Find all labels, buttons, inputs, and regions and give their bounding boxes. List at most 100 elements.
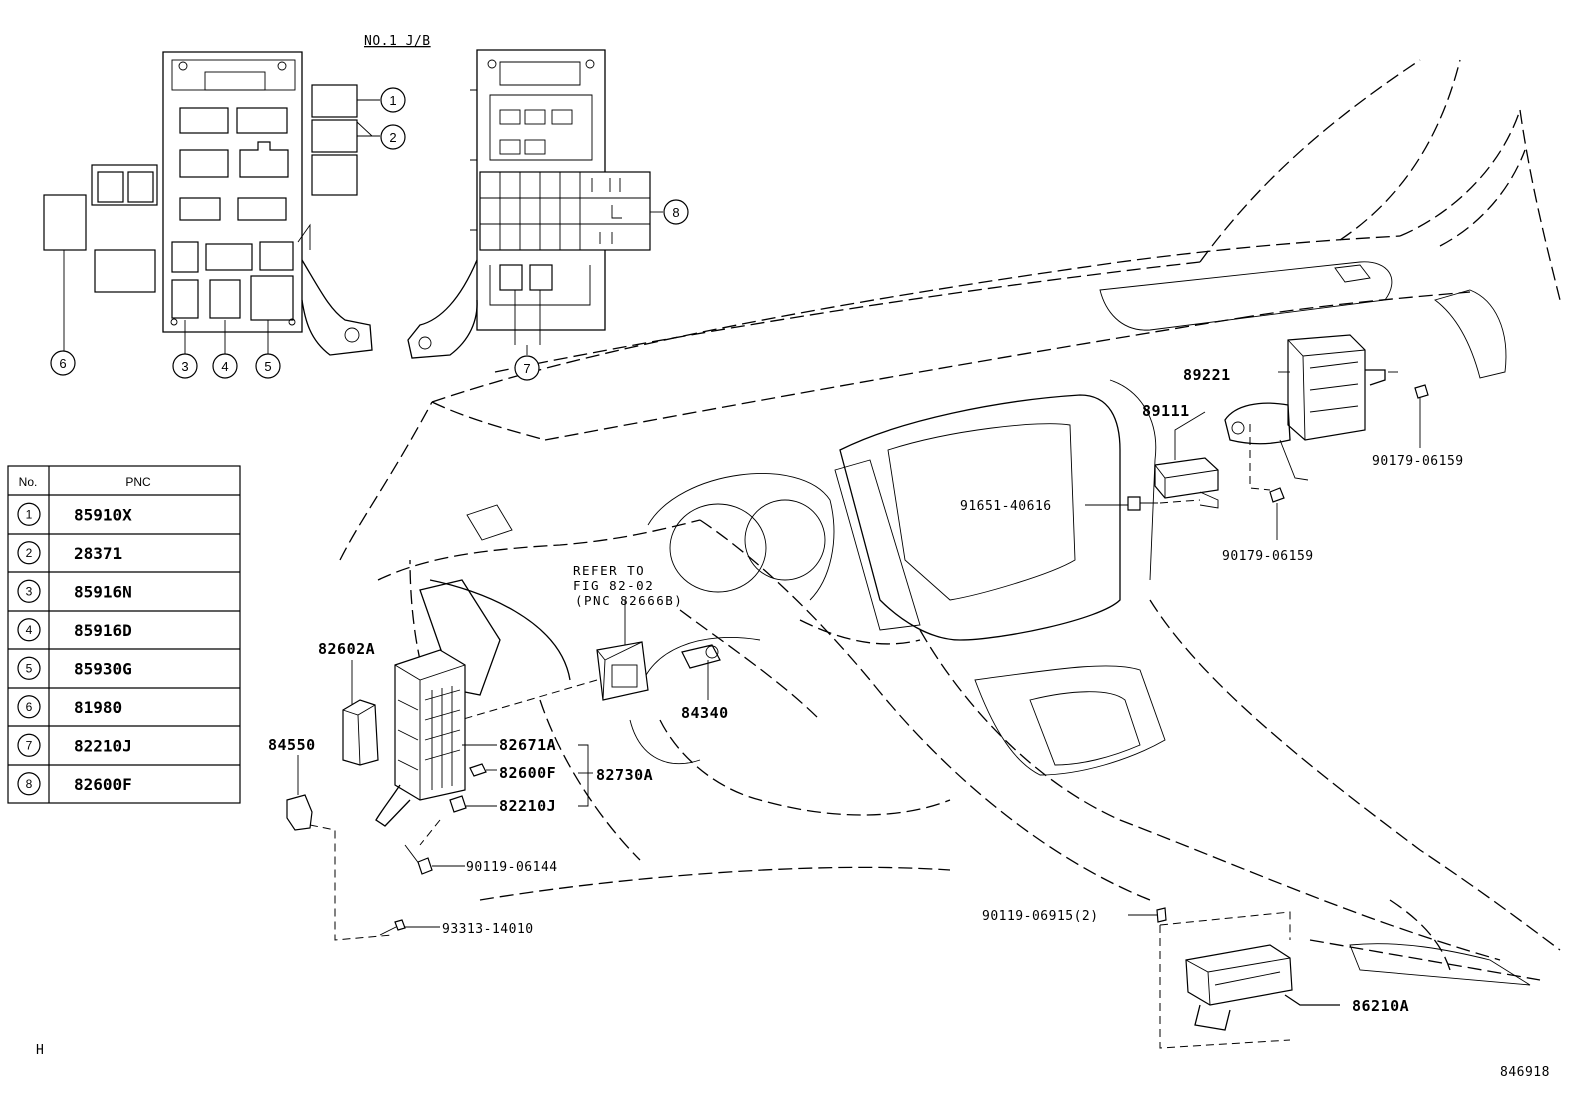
svg-text:5: 5	[264, 359, 271, 374]
junction-block-label: NO.1 J/B	[364, 34, 431, 49]
refer-note-line1: REFER TO	[573, 563, 645, 578]
table-row-number-circle	[17, 579, 41, 603]
pnc-table: No. PNC	[7, 465, 241, 804]
table-row: 5 85930G	[17, 656, 132, 680]
label-93313-14010: 93313-14010	[442, 922, 534, 937]
part-90119-06915-bolt	[1156, 907, 1167, 923]
svg-text:2: 2	[389, 130, 396, 145]
table-row-pnc: 82600F	[74, 775, 132, 794]
part-86210A-amplifier	[1185, 944, 1340, 1031]
part-91651-bolt	[1127, 496, 1158, 511]
switch-dash	[459, 679, 598, 721]
svg-text:3: 3	[181, 359, 188, 374]
table-row-number: 5	[26, 661, 33, 675]
table-row-number: 4	[26, 623, 33, 637]
label-84550: 84550	[268, 736, 316, 754]
table-row: 7 82210J	[17, 733, 132, 757]
label-90119-06915: 90119-06915(2)	[982, 909, 1099, 924]
part-89111-module	[1154, 457, 1219, 509]
figure-number: 846918	[1500, 1065, 1550, 1080]
ecu-dash-line	[1249, 424, 1271, 491]
label-82671A: 82671A	[499, 736, 556, 754]
table-row: 4 85916D	[17, 618, 132, 642]
table-row-pnc: 28371	[74, 544, 122, 563]
table-row-number-circle	[17, 502, 41, 526]
table-header-no: No.	[19, 475, 38, 489]
callout-circle-2: 2	[380, 124, 406, 150]
table-row-number-circle	[17, 733, 41, 757]
table-row-number: 7	[26, 738, 33, 752]
label-89111: 89111	[1142, 402, 1190, 420]
svg-text:4: 4	[221, 359, 228, 374]
callout-circle-8: 8	[663, 199, 689, 225]
label-82602A: 82602A	[318, 640, 375, 658]
callout-leaders	[63, 99, 663, 355]
part-93313-screw	[379, 919, 406, 936]
callout-circle-4: 4	[212, 353, 238, 379]
table-row: 8 82600F	[17, 772, 132, 796]
label-86210A: 86210A	[1352, 997, 1409, 1015]
label-82600F: 82600F	[499, 764, 556, 782]
svg-text:7: 7	[523, 361, 530, 376]
callout-circle-3: 3	[172, 353, 198, 379]
table-row: 1 85910X	[17, 502, 132, 526]
part-90119-bolt	[404, 844, 433, 875]
table-row-number: 2	[26, 546, 33, 560]
table-row: 6 81980	[17, 695, 122, 719]
part-82666B-switch	[596, 641, 649, 701]
svg-text:6: 6	[59, 356, 66, 371]
label-82210J: 82210J	[499, 797, 556, 815]
table-row-pnc: 85910X	[74, 505, 132, 524]
leader-89111	[1174, 411, 1206, 460]
label-90179-06159-a: 90179-06159	[1372, 454, 1464, 469]
refer-note-line3: (PNC 82666B)	[575, 593, 683, 608]
junction-block-front	[43, 51, 373, 356]
table-row-pnc: 82210J	[74, 736, 132, 755]
table-row-number: 8	[26, 777, 33, 791]
refer-note-line2: FIG 82-02	[573, 578, 654, 593]
table-row: 3 85916N	[17, 579, 132, 603]
svg-text:1: 1	[389, 93, 396, 108]
part-89221-ecu	[1224, 334, 1429, 503]
84550-dash	[309, 824, 393, 941]
bolt-dash-2	[419, 819, 441, 846]
table-row-number-circle	[17, 772, 41, 796]
table-row-pnc: 85930G	[74, 659, 132, 678]
table-row-number-circle	[17, 695, 41, 719]
label-90119-06144: 90119-06144	[466, 860, 558, 875]
table-row-number-circle	[17, 618, 41, 642]
callout-circle-1: 1	[380, 87, 406, 113]
corner-letter: H	[36, 1043, 44, 1058]
table-rows: 1 85910X 2 28371 3 85916N 4 85916D 5 85930G 6 81980…	[17, 502, 132, 796]
callout-circle-7: 7	[514, 355, 540, 381]
table-row-number: 1	[26, 507, 33, 521]
table-row-pnc: 81980	[74, 698, 122, 717]
svg-text:8: 8	[672, 205, 679, 220]
label-91651-40616: 91651-40616	[960, 499, 1052, 514]
part-82210J-relay	[449, 795, 467, 813]
table-row-number-circle	[17, 541, 41, 565]
callout-circle-5: 5	[255, 353, 281, 379]
table-row: 2 28371	[17, 541, 122, 565]
table-header-pnc: PNC	[125, 475, 151, 489]
callout-circle-6: 6	[50, 350, 76, 376]
part-82730A-junction-block	[375, 649, 466, 827]
part-82602A-bracket	[342, 699, 379, 766]
table-row-number: 6	[26, 700, 33, 714]
table-row-number: 3	[26, 584, 33, 598]
group-bracket-82730A	[462, 744, 593, 807]
table-row-pnc: 85916N	[74, 582, 132, 601]
label-90179-06159-b: 90179-06159	[1222, 549, 1314, 564]
table-row-pnc: 85916D	[74, 621, 132, 640]
part-82600F-fuse	[469, 763, 487, 777]
table-row-number-circle	[17, 656, 41, 680]
part-84340-switch	[681, 644, 721, 700]
junction-block-rear	[407, 49, 651, 359]
part-84550-sensor	[286, 755, 313, 831]
label-82730A: 82730A	[596, 766, 653, 784]
bolt-dash	[1159, 499, 1201, 504]
label-89221: 89221	[1183, 366, 1231, 384]
86210A-dash	[1159, 911, 1291, 1049]
